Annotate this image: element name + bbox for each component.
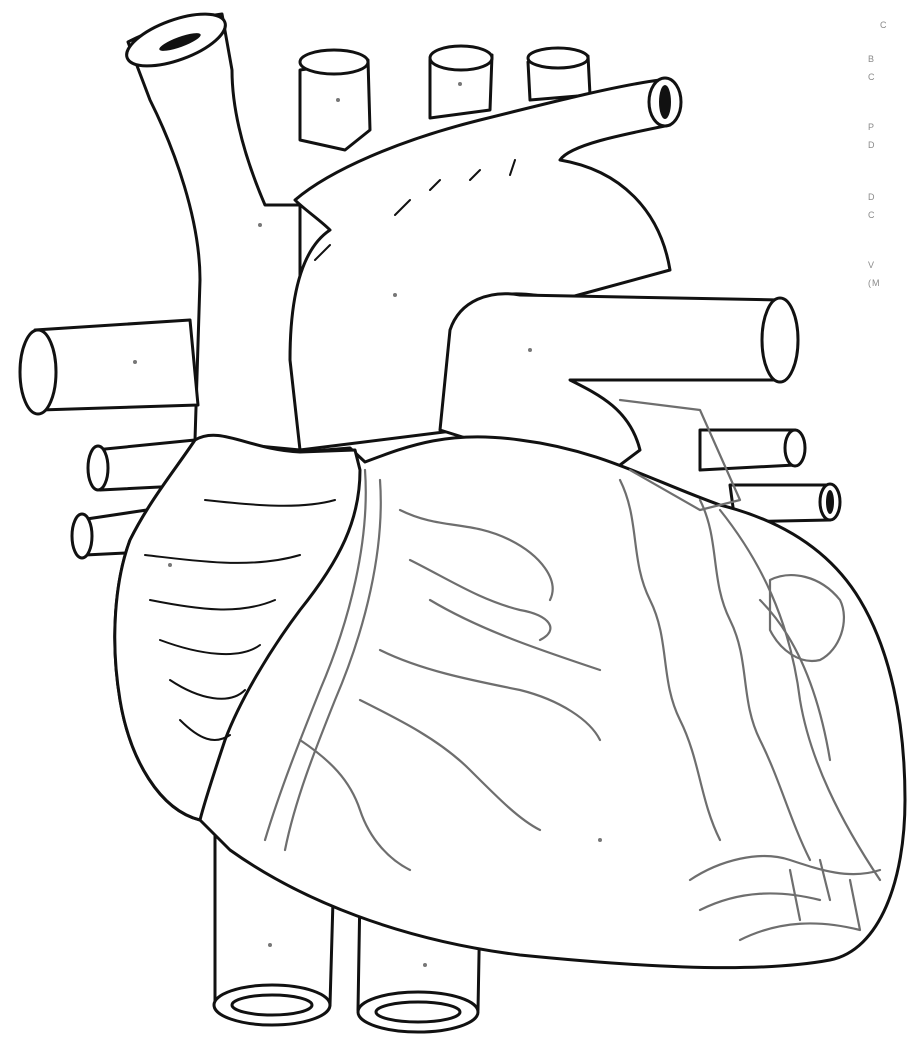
legend-line-1: C [880, 20, 888, 30]
left-vein-lower-opening [72, 514, 92, 558]
legend-line-7: C [868, 210, 876, 220]
legend-line-5: D [868, 140, 876, 150]
marker-dot-pa [528, 348, 532, 352]
marker-dot-b2 [458, 82, 462, 86]
right-vein-upper [700, 430, 795, 470]
left-pulmonary-vessel-opening [20, 330, 56, 414]
legend-line-2: B [868, 54, 875, 64]
marker-dot-da [423, 963, 427, 967]
legend-line-6: D [868, 192, 876, 202]
right-vein-lower-lumen [826, 490, 834, 514]
pulmonary-trunk-opening [762, 298, 798, 382]
marker-dot-ivc [268, 943, 272, 947]
branch-vessel-3-opening [528, 48, 588, 68]
branch-vessel-2-opening [430, 46, 492, 70]
marker-dot-lpv [133, 360, 137, 364]
marker-dot-ra [168, 563, 172, 567]
legend-line-8: V [868, 260, 875, 270]
right-branch-lumen [659, 85, 671, 119]
left-vein-upper-opening [88, 446, 108, 490]
marker-dot-b1 [336, 98, 340, 102]
descending-aorta-lumen [376, 1002, 460, 1022]
legend-line-3: C [868, 72, 876, 82]
marker-dot-arch [393, 293, 397, 297]
marker-dot-svc [258, 223, 262, 227]
marker-dot-lv [598, 838, 602, 842]
legend-line-4: P [868, 122, 875, 132]
branch-vessel-1-opening [300, 50, 368, 74]
right-vein-upper-opening [785, 430, 805, 466]
legend-line-9: (M [868, 278, 881, 288]
left-pulmonary-vessel [35, 320, 198, 410]
inferior-vena-cava-lumen [232, 995, 312, 1015]
legend: C B C P D D C V (M [868, 20, 888, 288]
